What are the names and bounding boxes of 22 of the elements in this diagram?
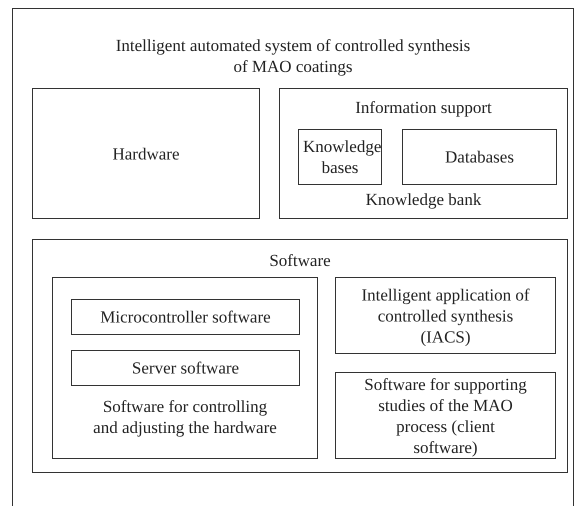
group-box — [52, 277, 318, 459]
box-label: Information support — [354, 97, 493, 118]
module-box — [71, 350, 300, 386]
box-label: Software for controlling and adjusting the hardware — [93, 396, 277, 438]
box-label: Microcontroller software — [99, 306, 272, 328]
system-frame — [12, 8, 574, 506]
box-label: Software for supporting studies of the MAO process (client software) — [363, 374, 528, 458]
box-label: Intelligent application of controlled synthesis (IACS) — [360, 284, 531, 347]
module-box — [335, 372, 556, 459]
sub-box — [298, 129, 382, 185]
frame-label: Intelligent automated system of controlled synthesis of MAO coatings — [114, 35, 472, 77]
component-box — [32, 239, 568, 473]
box-label: Server software — [130, 358, 240, 378]
module-box — [335, 277, 556, 354]
component-box — [279, 88, 568, 219]
box-label: Software — [268, 250, 332, 271]
box-label: Databases — [444, 146, 515, 168]
sub-box — [402, 129, 557, 185]
box-label: Hardware — [111, 143, 180, 164]
box-label: Knowledge bank — [364, 189, 482, 210]
component-box — [32, 88, 260, 219]
module-box — [71, 299, 300, 335]
